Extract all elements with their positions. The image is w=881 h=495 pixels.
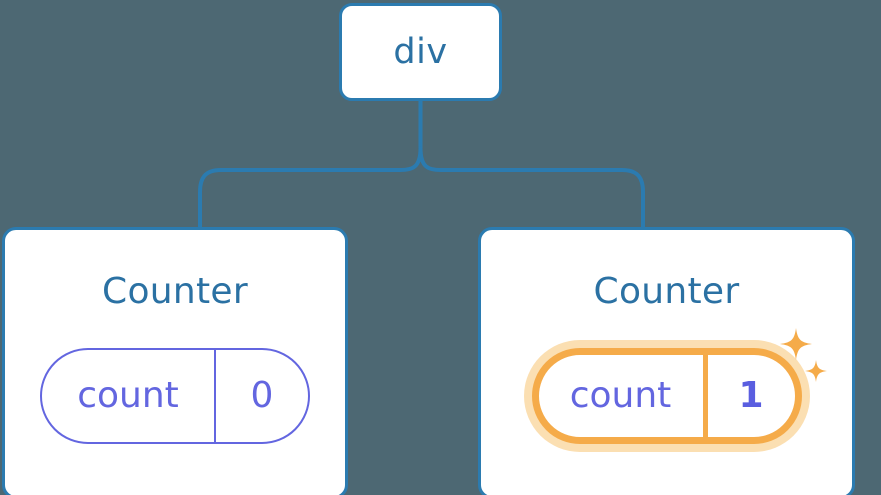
state-pill-right-value: 1 xyxy=(738,375,764,416)
connector-branch-right xyxy=(418,146,645,229)
node-counter-right-title: Counter xyxy=(593,271,740,312)
state-pill-left-wrap: count 0 xyxy=(5,348,345,444)
sparkle-icon-group xyxy=(780,328,827,382)
state-pill-right-key: count xyxy=(539,355,708,437)
node-counter-left-title: Counter xyxy=(102,271,248,312)
state-pill-left-key: count xyxy=(42,350,216,442)
node-root-label: div xyxy=(393,31,448,72)
connector-branch-left xyxy=(198,146,423,229)
node-counter-left[interactable]: Counter count 0 xyxy=(2,227,348,495)
state-pill-left-value: 0 xyxy=(250,375,274,416)
sparkle-large-icon xyxy=(780,328,812,360)
sparkle-small-icon xyxy=(805,360,827,382)
node-counter-right[interactable]: Counter count 1 xyxy=(478,227,855,495)
node-root-div[interactable]: div xyxy=(339,3,502,101)
state-pill-right[interactable]: count 1 xyxy=(531,348,802,444)
state-pill-right-wrap: count 1 xyxy=(481,348,852,444)
state-pill-left[interactable]: count 0 xyxy=(40,348,310,444)
